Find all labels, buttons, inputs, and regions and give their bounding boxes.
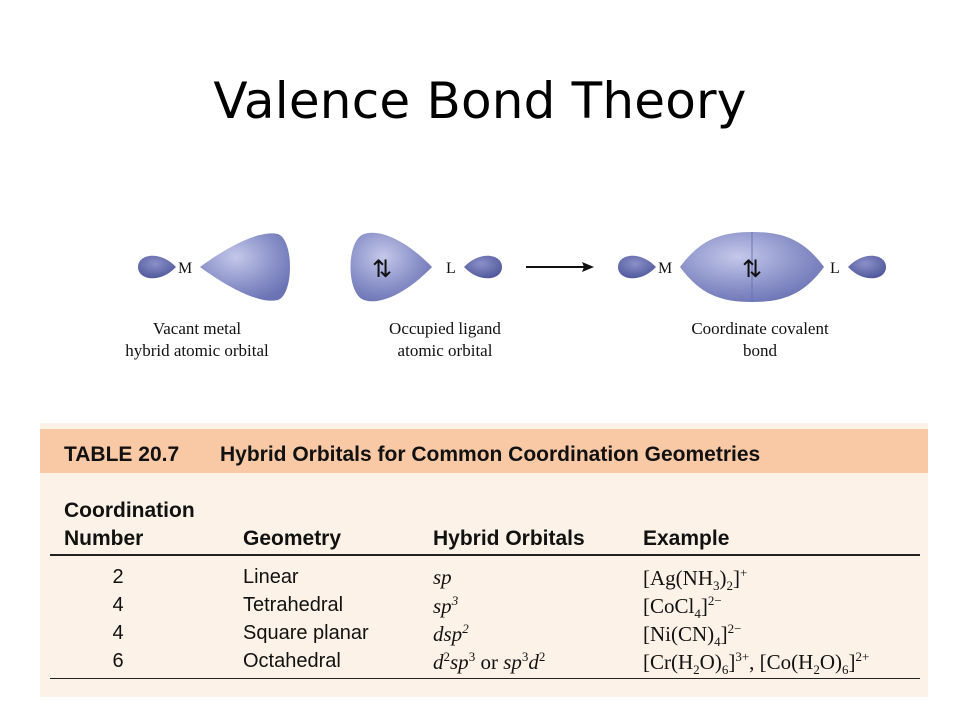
table-number: TABLE 20.7: [64, 443, 180, 466]
cell-geometry: Linear: [243, 566, 299, 588]
caption-vacant-orbital: Vacant metal hybrid atomic orbital: [125, 319, 269, 360]
bond-ligand-label: L: [830, 260, 840, 277]
table-rule-bottom: [50, 678, 920, 679]
reaction-arrow-icon: [526, 262, 594, 272]
cell-example: [Ag(NH3)2]+: [643, 565, 748, 594]
cell-geometry: Octahedral: [243, 650, 341, 672]
bond-right-small-lobe: [848, 255, 886, 279]
table-header-band: TABLE 20.7 Hybrid Orbitals for Common Co…: [40, 429, 928, 473]
ligand-large-lobe: [350, 232, 432, 302]
cell-example: [CoCl4]2−: [643, 593, 722, 622]
metal-large-lobe: [200, 233, 290, 301]
cell-number: 4: [112, 594, 124, 616]
cell-geometry: Square planar: [243, 622, 369, 644]
cell-geometry: Tetrahedral: [243, 594, 344, 616]
cell-example: [Cr(H2O)6]3+, [Co(H2O)6]2+: [643, 649, 870, 678]
metal-small-lobe: [138, 255, 176, 279]
cell-hybrid-orbital: d2sp3 or sp3d2: [433, 649, 546, 674]
column-header-hybrid-orbitals: Hybrid Orbitals: [433, 527, 585, 550]
ligand-small-lobe: [464, 255, 502, 279]
cell-hybrid-orbital: dsp2: [433, 621, 469, 646]
metal-label: M: [178, 260, 192, 277]
table-caption: Hybrid Orbitals for Common Coordination …: [220, 443, 761, 466]
cell-hybrid-orbital: sp3: [433, 593, 459, 618]
column-header-geometry: Geometry: [243, 527, 342, 550]
caption-occupied-orbital: Occupied ligand atomic orbital: [389, 319, 501, 360]
cell-number: 4: [112, 622, 124, 644]
slide-title: Valence Bond Theory: [213, 72, 747, 130]
cell-number: 2: [112, 566, 124, 588]
column-header-example: Example: [643, 527, 730, 550]
coordinate-bond: M ⇅ L: [618, 232, 886, 302]
cell-hybrid-orbital: sp: [433, 565, 452, 589]
cell-number: 6: [112, 650, 124, 672]
cell-example: [Ni(CN)4]2−: [643, 621, 742, 650]
electron-pair-icon: ⇅: [372, 255, 392, 283]
bond-electron-pair-icon: ⇅: [742, 255, 762, 283]
caption-coordinate-bond: Coordinate covalent bond: [691, 319, 829, 360]
ligand-orbital: ⇅ L: [350, 232, 502, 302]
metal-hybrid-orbital: M: [138, 233, 290, 301]
column-header-coordination-number: Coordination Number: [64, 499, 195, 550]
bond-metal-label: M: [658, 260, 672, 277]
table-rule-top: [50, 554, 920, 556]
bond-left-small-lobe: [618, 255, 656, 279]
hybrid-orbitals-table: TABLE 20.7 Hybrid Orbitals for Common Co…: [40, 423, 928, 697]
ligand-label: L: [446, 260, 456, 277]
orbital-diagram: M ⇅ L M ⇅ L: [138, 232, 886, 302]
